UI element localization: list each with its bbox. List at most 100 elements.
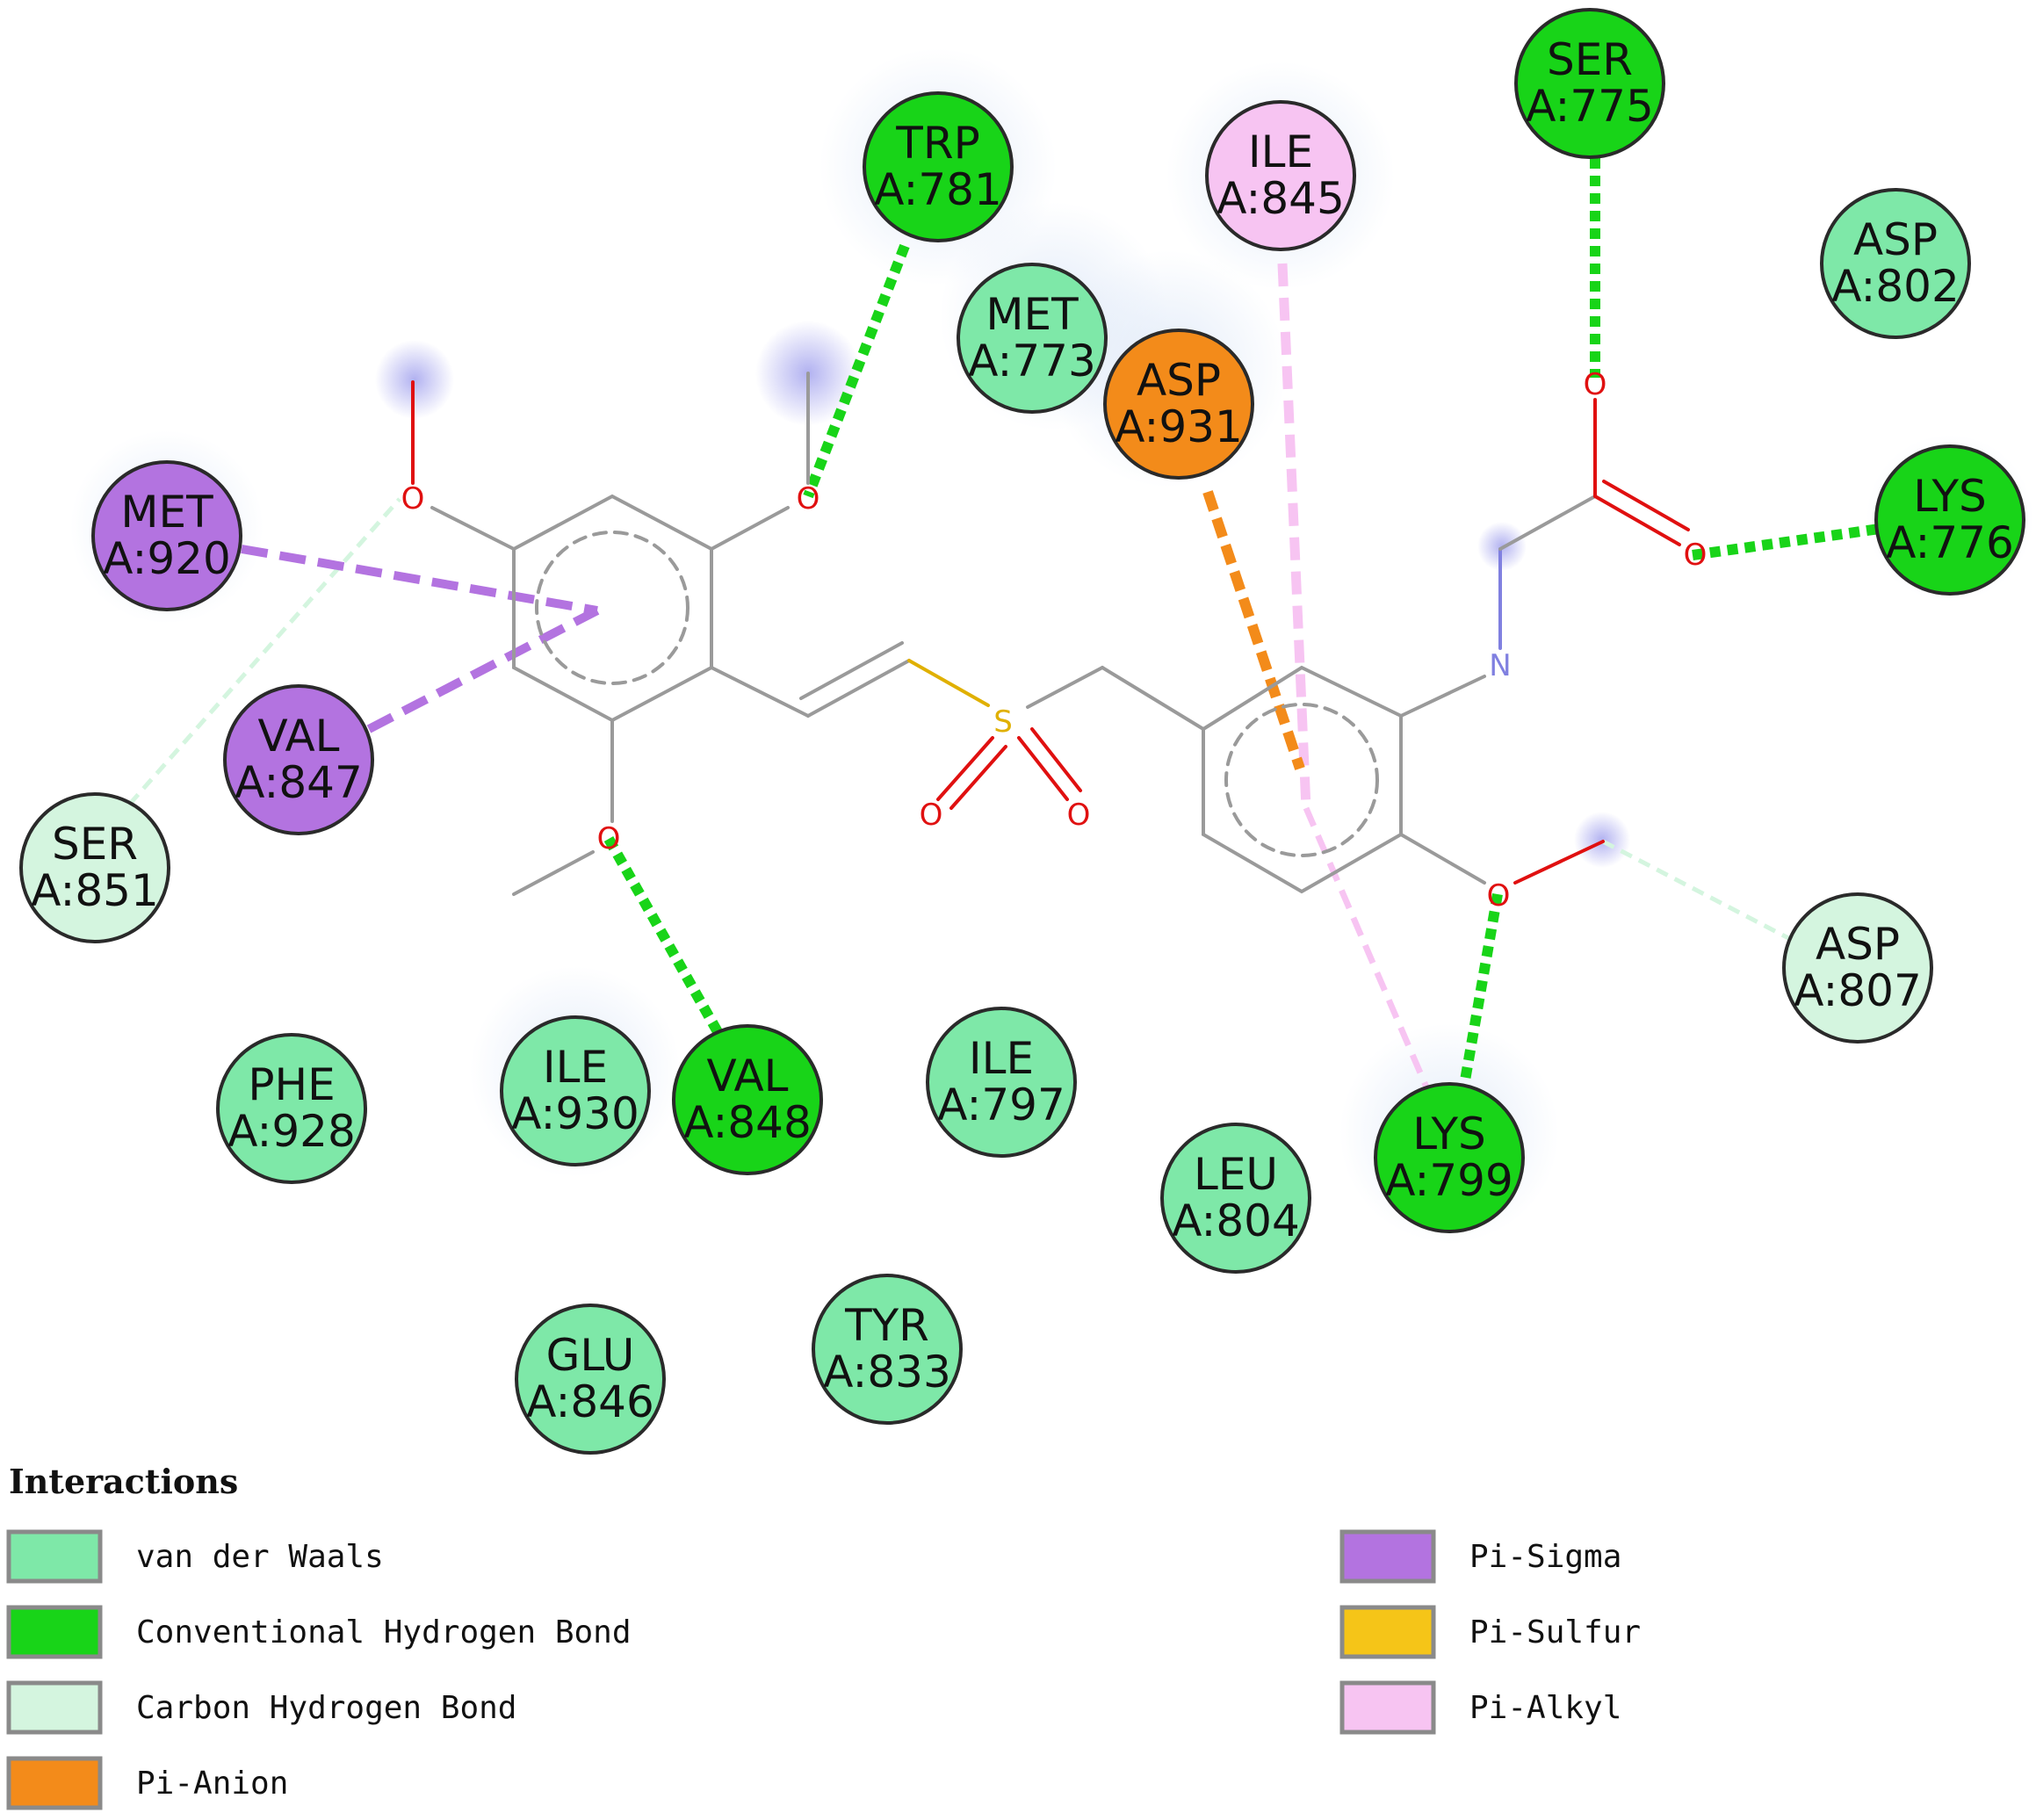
bond-ring-vinyl: [710, 666, 810, 718]
residue-name: MET: [120, 487, 213, 538]
interaction-lines: [128, 158, 1881, 1091]
residue-circle: [19, 792, 170, 943]
residue-name: SER: [52, 819, 138, 870]
atom-s: S: [993, 704, 1013, 740]
residue-number: A:845: [1217, 173, 1345, 224]
residue-number: A:807: [1794, 965, 1922, 1016]
hbond-trp781: [803, 243, 910, 499]
glow-methyl-1: [375, 340, 454, 419]
residue-circle: [957, 263, 1108, 414]
residue-circle: [1374, 1082, 1525, 1233]
atom-labels: O O O S O O N O O O: [401, 367, 1707, 914]
ligand-ring-right-aromatic: [1224, 703, 1379, 857]
residue-name: LEU: [1194, 1149, 1278, 1200]
residue-circle: [1103, 329, 1254, 480]
bond-c-o-double-a: [1593, 495, 1681, 546]
hbond-lys799: [1460, 892, 1503, 1082]
residue-number: A:848: [683, 1097, 812, 1148]
legend-label: Pi-Sulfur: [1469, 1614, 1641, 1650]
residue-name: PHE: [248, 1059, 335, 1110]
legend-swatch: [1339, 1529, 1436, 1584]
legend-swatch: [6, 1756, 103, 1810]
residue-name: VAL: [257, 711, 339, 762]
residue-name: VAL: [706, 1051, 788, 1101]
hbond-val848: [603, 836, 726, 1039]
residue-number: A:797: [937, 1080, 1065, 1130]
pi-alkyl-lys799: [1303, 806, 1431, 1091]
residue-number: A:802: [1831, 261, 1960, 312]
legend-swatch: [1339, 1605, 1436, 1659]
bond-vinyl-s: [907, 659, 990, 707]
residue-number: A:775: [1526, 81, 1654, 132]
bond-ch2-c: [1498, 495, 1597, 551]
legend-swatch: [6, 1605, 103, 1659]
residue-name: ILE: [543, 1042, 608, 1093]
residue-name: TRP: [895, 118, 979, 169]
residue-name: SER: [1547, 34, 1633, 85]
residue-number: A:846: [526, 1376, 654, 1427]
atom-o-2: O: [797, 481, 820, 516]
residue-circle: [812, 1274, 963, 1425]
residue-number: A:847: [235, 757, 363, 808]
bond-s-o-right-a: [1017, 736, 1069, 801]
residue-circle: [672, 1024, 823, 1175]
bond-c-o1: [430, 506, 516, 551]
legend-item-conventional-hbond: Conventional Hydrogen Bond: [6, 1605, 632, 1659]
residue-name: ILE: [969, 1033, 1034, 1084]
atom-o-3: O: [597, 821, 621, 856]
residue-name: ASP: [1816, 919, 1900, 970]
bond-c-o-double-b: [1602, 480, 1690, 531]
residue-number: A:931: [1115, 401, 1243, 452]
residue-circle: [515, 1304, 666, 1455]
legend-item-carbon-hbond: Carbon Hydrogen Bond: [6, 1680, 516, 1735]
atom-o-8: O: [1487, 878, 1511, 914]
pi-sigma-met920: [241, 545, 598, 615]
residue-circle: [1160, 1123, 1311, 1274]
residue-circle: [500, 1015, 651, 1166]
residue-circle: [216, 1033, 367, 1184]
ligand-structure: [411, 372, 1690, 896]
residue-circle: [863, 91, 1014, 242]
residue-circle: [1782, 892, 1933, 1044]
atom-o-6: O: [1584, 367, 1607, 402]
residue-circle: [91, 460, 242, 611]
residue-circle: [1205, 100, 1356, 251]
bond-s-o-left-b: [949, 745, 1007, 810]
legend-item-pi-alkyl: Pi-Alkyl: [1339, 1680, 1621, 1735]
bond-vinyl-double-b: [799, 641, 904, 700]
glow-methyl-3: [1574, 812, 1630, 868]
residue-number: A:773: [968, 336, 1096, 386]
atom-o-1: O: [401, 481, 425, 516]
bond-s-o-right-b: [1030, 727, 1082, 792]
residue-number: A:928: [227, 1106, 356, 1157]
legend-swatch: [6, 1680, 103, 1735]
residue-number: A:799: [1385, 1155, 1513, 1206]
residue-number: A:851: [31, 865, 159, 916]
legend-swatch: [1339, 1680, 1436, 1735]
residue-number: A:833: [823, 1347, 951, 1398]
legend-item-pi-sulfur: Pi-Sulfur: [1339, 1605, 1641, 1659]
carbon-hbond-ser851: [128, 497, 401, 805]
bond-s-o-left-a: [936, 736, 994, 801]
bond-s-ch2: [1026, 666, 1104, 709]
legend-label: Conventional Hydrogen Bond: [136, 1614, 632, 1650]
residue-number: A:781: [874, 164, 1002, 215]
residue-number: A:920: [103, 533, 231, 584]
carbon-hbond-asp807: [1601, 839, 1794, 942]
bond-vinyl-double-a: [806, 659, 911, 718]
atom-o-7: O: [1684, 538, 1707, 573]
atom-o-4: O: [920, 798, 943, 833]
residue-circle: [223, 684, 374, 835]
